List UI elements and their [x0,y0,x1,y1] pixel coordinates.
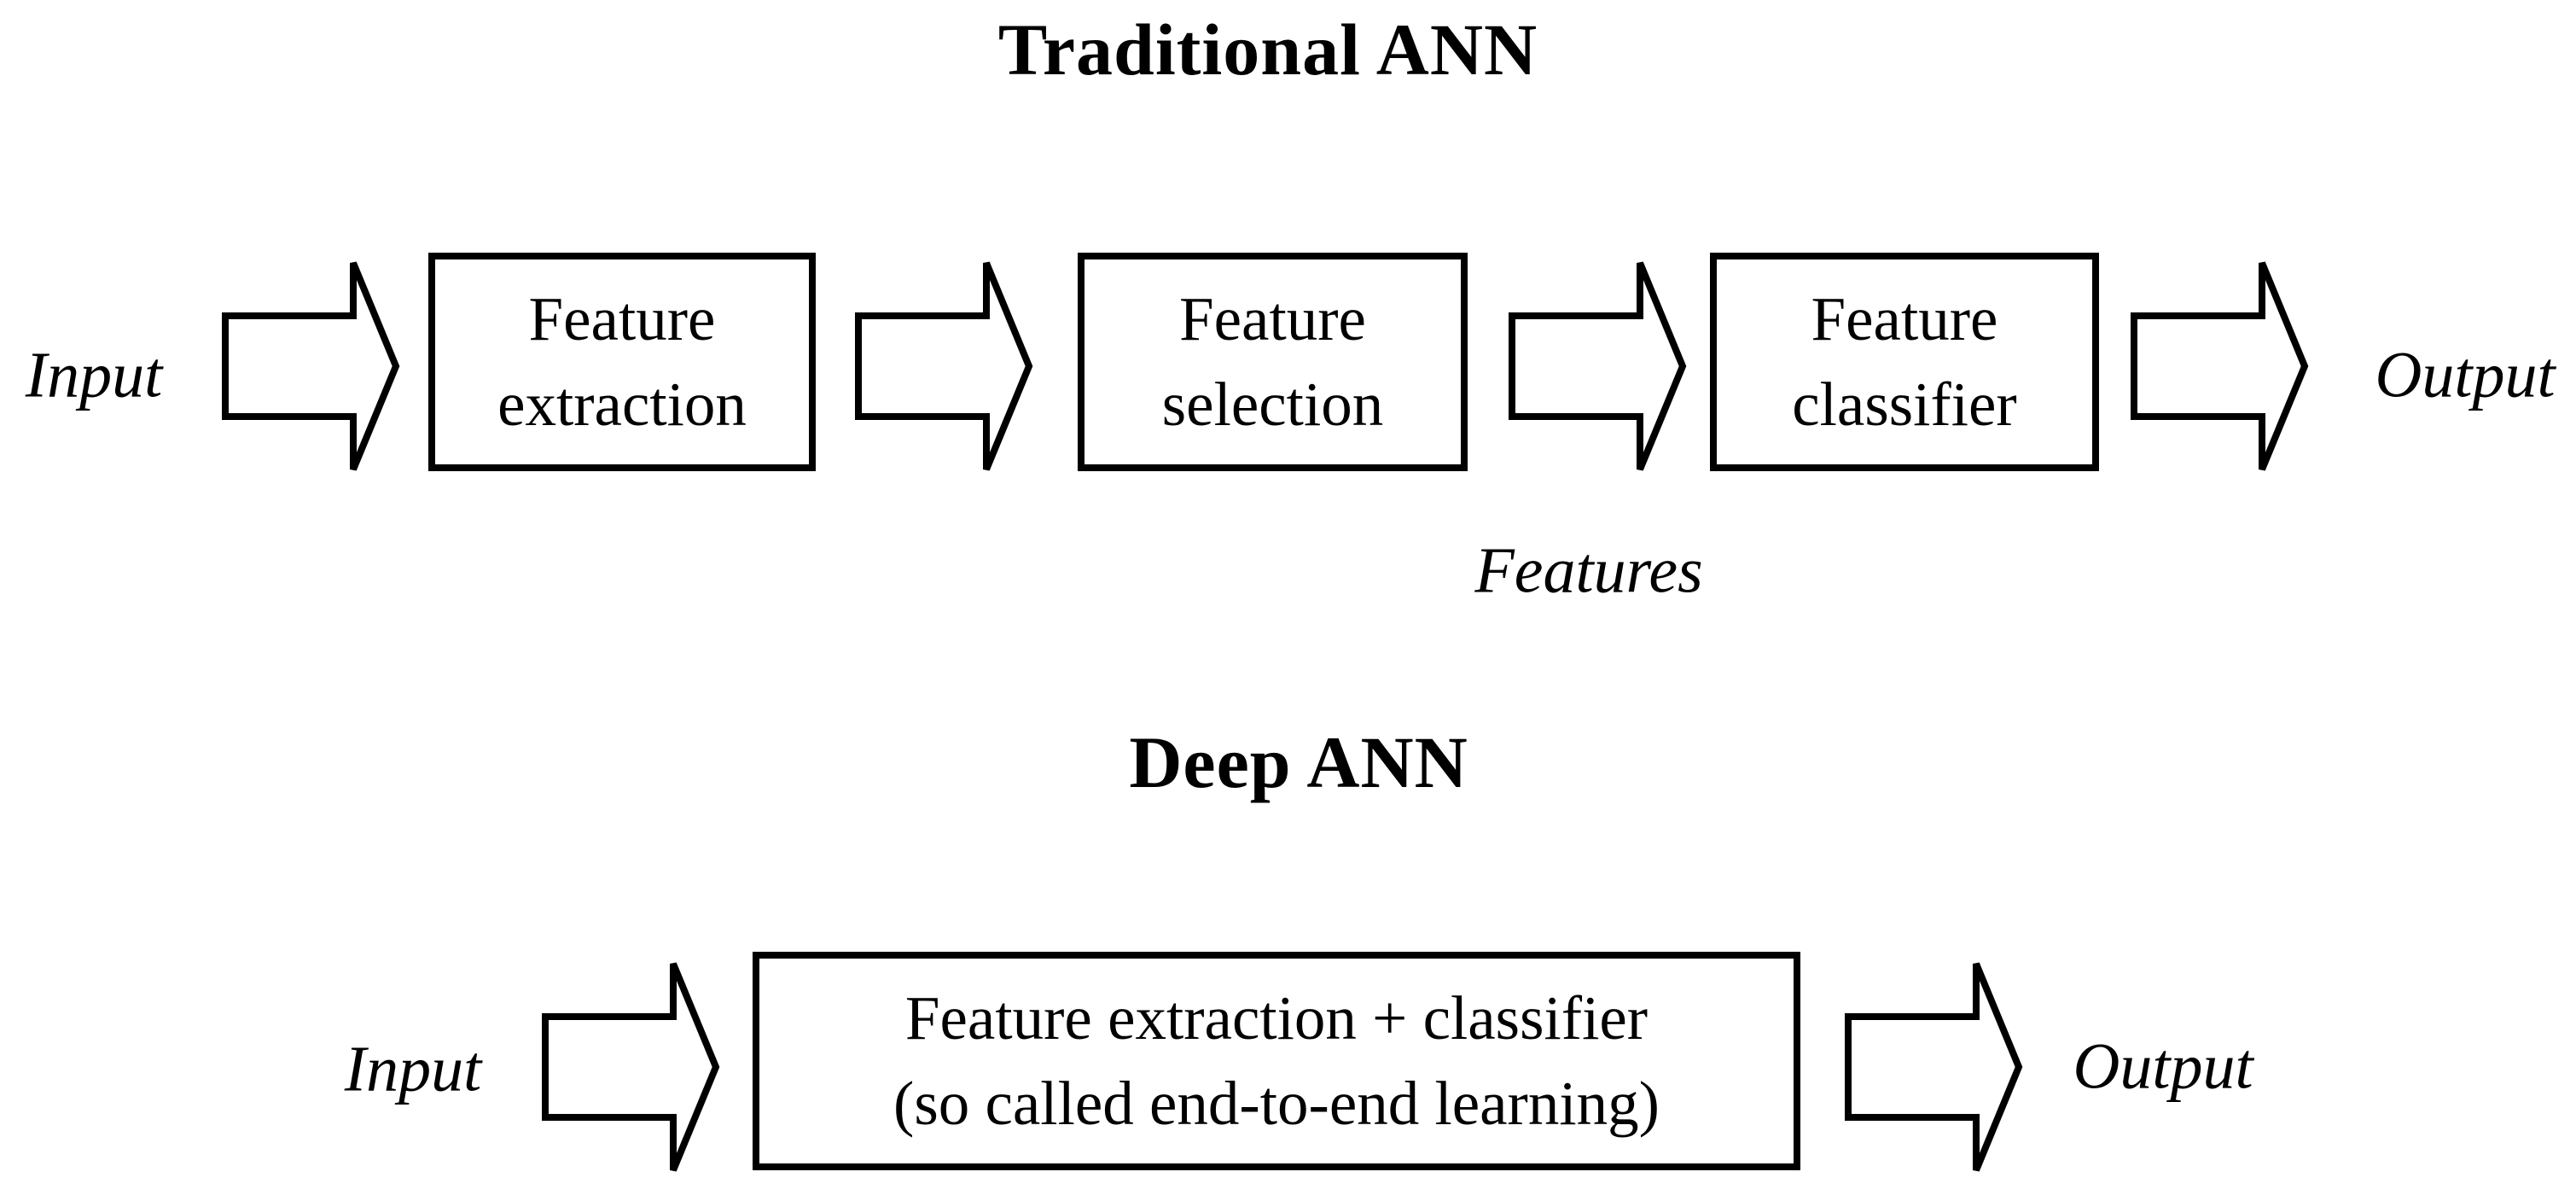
box-label-line1: Feature [1179,284,1366,353]
process-box-feature-extraction: Feature extraction [428,253,816,471]
input-label-deep: Input [344,1033,482,1105]
block-arrow-right-icon [222,259,401,473]
section-title-traditional-ann: Traditional ANN [997,9,1538,90]
block-arrow-right-icon [542,960,721,1174]
features-annotation: Features [1474,534,1703,607]
block-arrow-right-icon [2131,259,2310,473]
input-label-traditional: Input [25,339,163,411]
process-box-end-to-end: Feature extraction + classifier (so call… [753,952,1800,1170]
block-arrow-right-icon [855,259,1034,473]
box-label-line2: extraction [497,370,747,439]
process-box-feature-classifier: Feature classifier [1710,253,2099,471]
block-arrow-right-icon [1845,960,2024,1174]
output-label-traditional: Output [2375,339,2556,411]
box-label-line1: Feature [528,284,716,353]
section-title-deep-ann: Deep ANN [1129,721,1468,803]
output-label-deep: Output [2073,1030,2253,1103]
box-label-line2: selection [1161,370,1384,439]
box-label-line1: Feature extraction + classifier [904,983,1649,1052]
box-label-line1: Feature [1811,284,1998,353]
box-label-line2: (so called end-to-end learning) [893,1069,1660,1138]
box-label-line2: classifier [1792,370,2017,439]
process-box-feature-selection: Feature selection [1078,253,1468,471]
block-arrow-right-icon [1509,259,1688,473]
